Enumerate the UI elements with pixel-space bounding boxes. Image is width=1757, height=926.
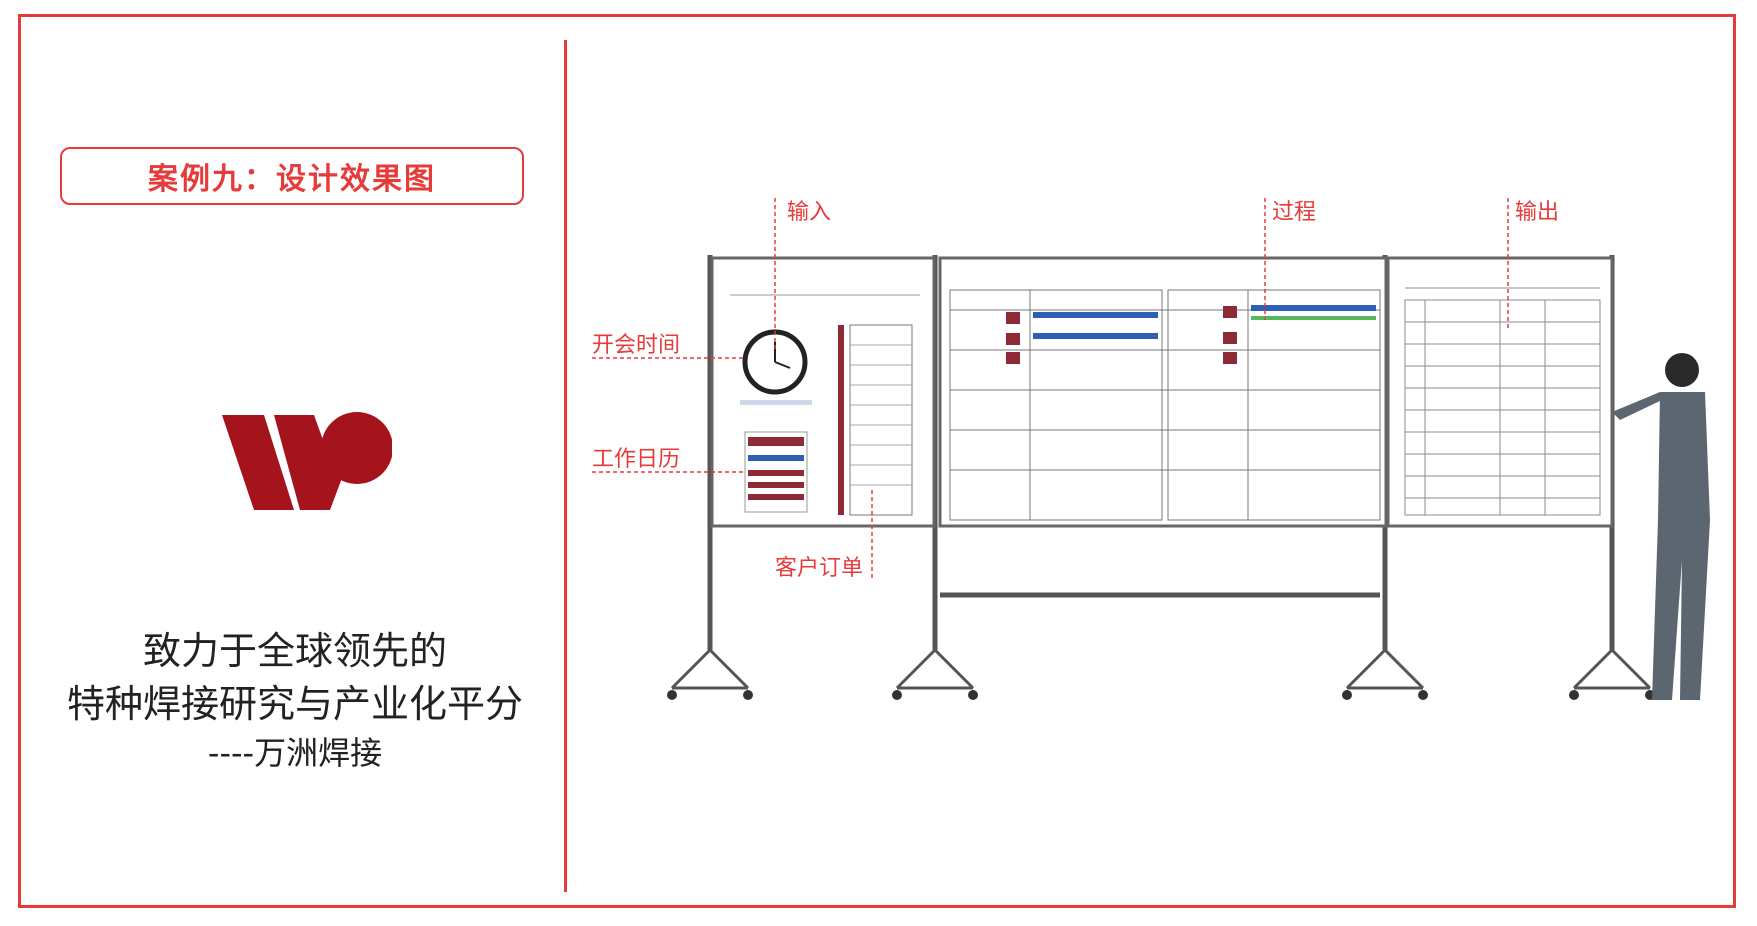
label-input: 输入 [787, 200, 831, 225]
case-title-box: 案例九：设计效果图 [60, 147, 524, 205]
case-title: 案例九：设计效果图 [148, 162, 436, 197]
kanban-board-diagram: 输入 过程 输出 开会时间 工作日历 客户订单 [592, 198, 1710, 700]
label-customer-order: 客户订单 [775, 556, 863, 581]
callout-lines [592, 198, 1509, 580]
presenter-figure [1612, 353, 1710, 700]
output-panel-content [1404, 287, 1601, 516]
company-logo [222, 412, 392, 510]
outer-frame [18, 14, 1736, 908]
input-panel-content [730, 294, 920, 516]
label-meeting-time: 开会时间 [592, 333, 680, 358]
label-process: 过程 [1272, 200, 1316, 225]
panel-divider [564, 40, 567, 892]
stand-feet [670, 647, 1652, 690]
slogan-line-3: ----万洲焊接 [207, 734, 383, 772]
slogan-line-1: 致力于全球领先的 [142, 629, 447, 673]
slogan-line-2: 特种焊接研究与产业化平分 [66, 682, 523, 726]
label-output: 输出 [1515, 200, 1559, 225]
label-work-calendar: 工作日历 [592, 447, 680, 472]
